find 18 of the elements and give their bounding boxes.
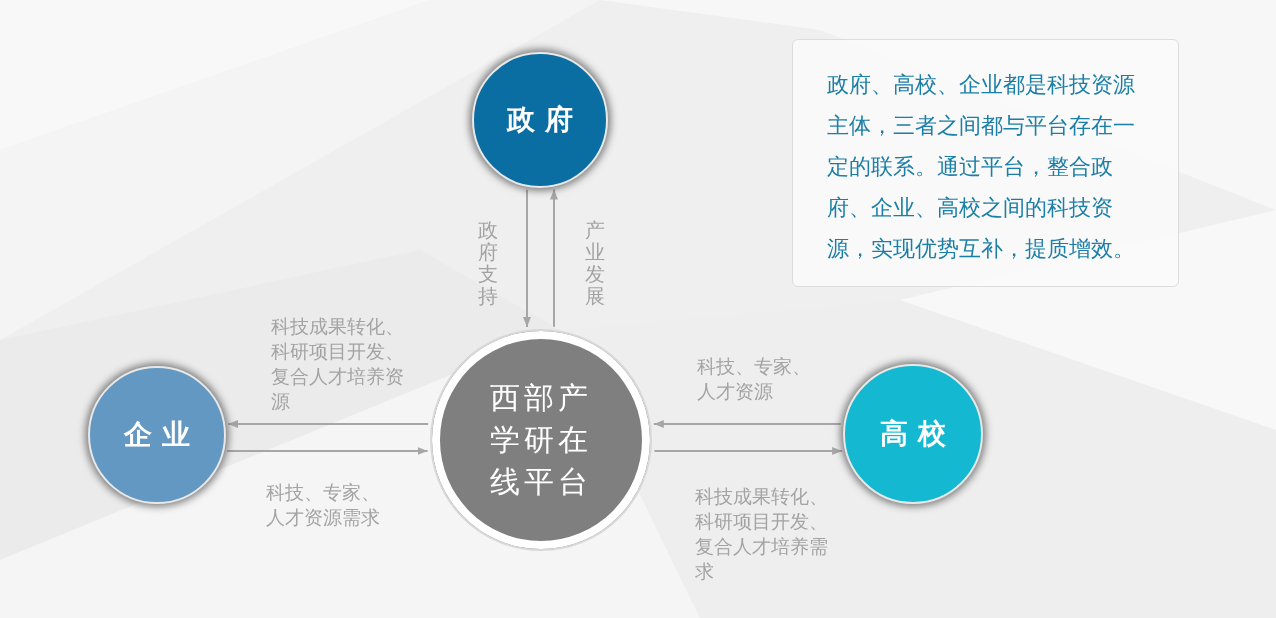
edge-label: 科技成果转化、科研项目开发、复合人才培养需求 xyxy=(695,484,829,584)
arrow xyxy=(653,447,844,455)
edge-label: 产业发展 xyxy=(585,219,605,307)
arrow xyxy=(652,420,842,428)
edge-label: 科技、专家、人才资源 xyxy=(697,354,812,404)
edge-label: 科技成果转化、科研项目开发、复合人才培养资源 xyxy=(271,314,405,414)
circle-label: 政府 xyxy=(505,103,583,137)
arrow xyxy=(550,188,558,328)
circle-label: 企业 xyxy=(123,418,200,452)
note-text: 政府、高校、企业都是科技资源主体，三者之间都与平台存在一定的联系。通过平台，整合政府、企业、高校之间的科技资源，实现优势互补，提质增效。 xyxy=(827,71,1136,263)
circle-label: 高校 xyxy=(879,417,956,451)
note-box xyxy=(792,39,1179,287)
arrow xyxy=(523,188,531,328)
edge-label: 科技、专家、人才资源需求 xyxy=(266,480,381,530)
arrow xyxy=(226,447,429,455)
edge-label: 政府支持 xyxy=(478,219,498,307)
platform-label: 西部产学研在线平台 xyxy=(489,379,593,501)
arrow xyxy=(227,420,430,428)
